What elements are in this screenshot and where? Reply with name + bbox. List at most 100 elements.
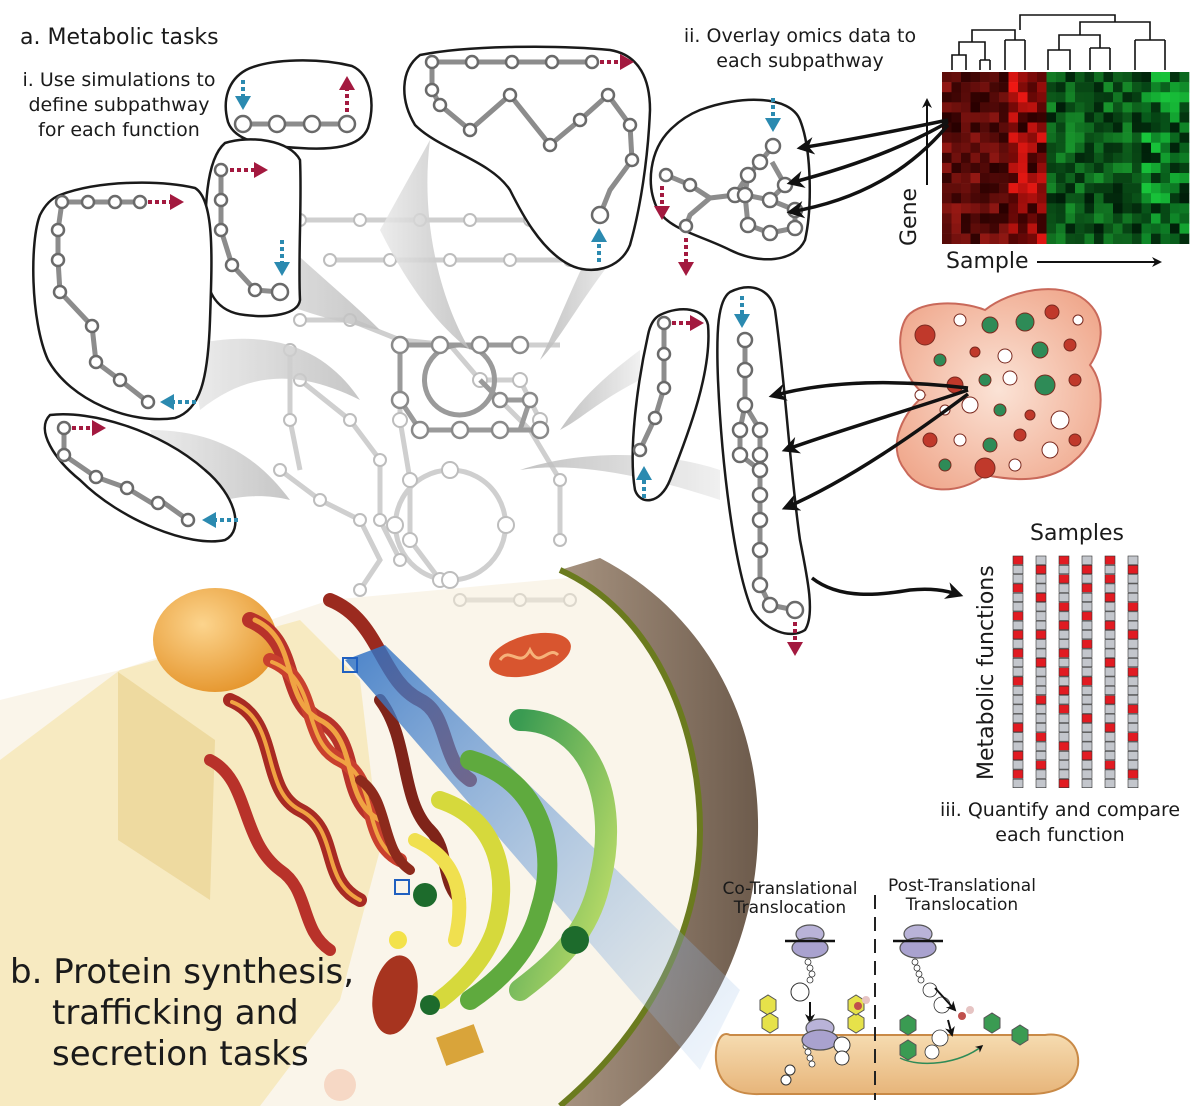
matrix-cell <box>1104 778 1116 789</box>
outflow-arrow <box>72 420 106 436</box>
matrix-cell <box>1012 723 1024 733</box>
matrix-cell <box>1058 639 1070 649</box>
matrix-cell <box>1104 620 1116 630</box>
matrix-cell <box>1012 667 1024 677</box>
matrix-cell <box>1058 778 1070 789</box>
matrix-cell <box>1035 778 1047 789</box>
matrix-cell <box>1012 564 1024 575</box>
matrix-cell <box>1127 602 1139 612</box>
matrix-cell <box>1012 611 1024 621</box>
matrix-cell <box>1012 639 1024 649</box>
step3-line-1: iii. Quantify and compare <box>939 799 1181 821</box>
matrix-cell <box>1058 713 1070 723</box>
heatmap-y-label: Gene <box>897 187 922 246</box>
subpathway-large-left <box>32 181 213 421</box>
matrix-cell <box>1058 723 1070 733</box>
matrix-cell <box>1127 639 1139 649</box>
matrix-cell <box>1012 583 1024 593</box>
matrix-cell <box>1058 732 1070 742</box>
matrix-cell <box>1127 750 1139 761</box>
matrix-cell <box>1012 695 1024 705</box>
metabolite-dot <box>953 433 967 447</box>
matrix-cell <box>1081 732 1093 742</box>
matrix-cell <box>1081 760 1093 770</box>
matrix-cell <box>1058 592 1070 603</box>
matrix-cell <box>1127 667 1139 677</box>
matrix-cell <box>1081 648 1093 658</box>
matrix-cell <box>1035 713 1047 723</box>
metabolic-function-matrix <box>1012 555 1139 789</box>
matrix-cell <box>1035 564 1047 575</box>
metabolite-dot <box>1068 373 1082 387</box>
matrix-cell <box>1104 667 1116 677</box>
matrix-cell <box>1035 704 1047 714</box>
inflow-arrow <box>765 98 781 132</box>
matrix-cell <box>1035 685 1047 696</box>
matrix-cell <box>1035 723 1047 733</box>
matrix-cell <box>1058 630 1070 640</box>
matrix-cell <box>1104 769 1116 779</box>
panel-b-line-2: trafficking and <box>52 992 299 1033</box>
matrix-cell <box>1127 611 1139 621</box>
matrix-cell <box>1012 769 1024 779</box>
matrix-cell <box>1104 611 1116 621</box>
matrix-cell <box>1035 583 1047 593</box>
matrix-cell <box>1127 695 1139 705</box>
matrix-cell <box>1081 657 1093 668</box>
matrix-cell <box>1012 713 1024 723</box>
matrix-cell <box>1012 592 1024 603</box>
matrix-cell <box>1104 564 1116 575</box>
matrix-cell <box>1127 704 1139 714</box>
matrix-cell <box>1127 723 1139 733</box>
heatmap-to-pathway-arrows <box>786 118 950 219</box>
inflow-arrow <box>591 228 607 262</box>
matrix-title: Samples <box>1030 521 1124 546</box>
matrix-cell <box>1081 583 1093 593</box>
matrix-cell <box>1035 760 1047 770</box>
metabolite-dot <box>914 389 926 401</box>
matrix-cell <box>1127 564 1139 575</box>
matrix-cell <box>1081 676 1093 686</box>
matrix-cell <box>1058 657 1070 668</box>
step3-caption: iii. Quantify and compare each function <box>930 800 1190 846</box>
step2-line-2: each subpathway <box>716 49 884 72</box>
matrix-cell <box>1058 750 1070 761</box>
subpathway-mid-vertical <box>631 308 710 502</box>
matrix-cell <box>1012 750 1024 761</box>
outflow-arrow <box>787 622 803 656</box>
matrix-cell <box>1058 676 1070 686</box>
matrix-cell <box>1035 620 1047 630</box>
metabolite-dot <box>1024 409 1036 421</box>
matrix-cell <box>1127 769 1139 779</box>
metabolite-dot <box>1015 312 1035 332</box>
panel-a-title: a. Metabolic tasks <box>20 25 219 50</box>
subpathway-long-vertical <box>716 286 812 656</box>
matrix-cell <box>1104 630 1116 640</box>
mitochondrion <box>372 955 418 1035</box>
matrix-cell <box>1012 760 1024 770</box>
matrix-cell <box>1127 583 1139 593</box>
metabolite-dot <box>1068 433 1082 447</box>
matrix-cell <box>1012 630 1024 640</box>
matrix-cell <box>1104 676 1116 686</box>
matrix-cell <box>1035 769 1047 779</box>
metabolite-dot <box>938 458 952 472</box>
matrix-cell <box>1058 574 1070 584</box>
matrix-cell <box>1127 657 1139 668</box>
matrix-cell <box>1035 555 1047 565</box>
matrix-cell <box>1035 611 1047 621</box>
nucleus <box>153 588 277 692</box>
matrix-cell <box>1127 713 1139 723</box>
matrix-cell <box>1127 630 1139 640</box>
matrix-cell <box>1081 723 1093 733</box>
matrix-cell <box>1081 639 1093 649</box>
blob-to-pathway-arrows <box>768 381 970 511</box>
matrix-cell <box>1035 676 1047 686</box>
outflow-arrow <box>654 186 670 220</box>
metabolite-dot <box>1002 370 1018 386</box>
metabolite-dot <box>1044 304 1060 320</box>
outflow-arrow <box>230 162 268 178</box>
matrix-cell <box>1081 555 1093 565</box>
matrix-cell <box>1012 704 1024 714</box>
heatmap-x-label: Sample <box>946 249 1029 274</box>
